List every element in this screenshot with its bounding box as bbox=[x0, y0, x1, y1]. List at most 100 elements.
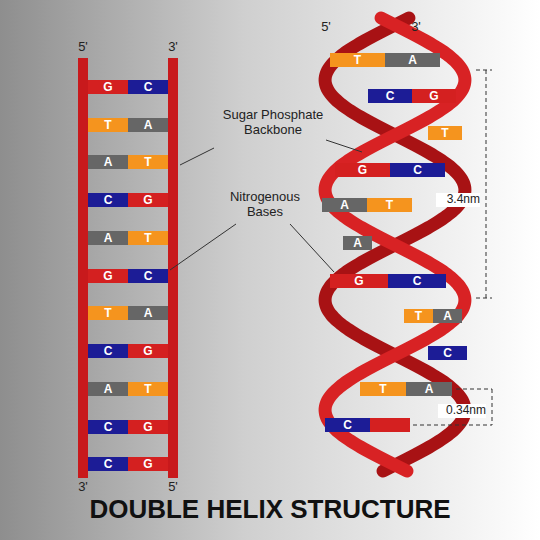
base-block: G bbox=[88, 80, 128, 94]
base-letter: A bbox=[144, 307, 153, 319]
base-letter: A bbox=[443, 310, 452, 322]
base-block: A bbox=[385, 53, 440, 67]
base-letter: C bbox=[413, 164, 422, 176]
base-letter: T bbox=[104, 307, 111, 319]
base-letter: A bbox=[104, 383, 113, 395]
base-block: C bbox=[88, 457, 128, 471]
base-block: A bbox=[322, 198, 367, 212]
base-letter: C bbox=[144, 270, 153, 282]
strand-end-label: 3' bbox=[162, 40, 184, 55]
base-letter: C bbox=[144, 81, 153, 93]
leader-line bbox=[290, 224, 334, 272]
dimension-tick bbox=[413, 425, 492, 426]
base-block: T bbox=[367, 198, 412, 212]
diagram-title: DOUBLE HELIX STRUCTURE bbox=[0, 494, 540, 525]
base-letter: A bbox=[104, 232, 113, 244]
base-block: C bbox=[128, 80, 168, 94]
base-block: T bbox=[128, 155, 168, 169]
base-letter: T bbox=[144, 156, 151, 168]
base-block: G bbox=[128, 457, 168, 471]
base-letter: G bbox=[143, 421, 152, 433]
base-block: A bbox=[88, 382, 128, 396]
base-block: C bbox=[388, 274, 446, 288]
base-block: C bbox=[368, 89, 412, 103]
base-block: T bbox=[404, 309, 433, 323]
base-letter: G bbox=[143, 194, 152, 206]
base-block: C bbox=[128, 269, 168, 283]
base-block: T bbox=[360, 382, 406, 396]
base-block bbox=[370, 418, 410, 432]
base-letter: T bbox=[144, 232, 151, 244]
base-block: G bbox=[335, 163, 390, 177]
leader-line bbox=[326, 140, 362, 152]
dimension-line bbox=[492, 389, 493, 425]
base-letter: G bbox=[143, 345, 152, 357]
base-letter: C bbox=[443, 347, 452, 359]
strand-end-label: 5' bbox=[72, 40, 94, 55]
base-block: A bbox=[406, 382, 452, 396]
base-block: G bbox=[412, 89, 456, 103]
base-block: T bbox=[428, 126, 462, 140]
base-letter: C bbox=[104, 421, 113, 433]
base-block: A bbox=[88, 231, 128, 245]
base-letter: C bbox=[104, 345, 113, 357]
base-letter: A bbox=[340, 199, 349, 211]
base-letter: T bbox=[354, 54, 361, 66]
base-letter: T bbox=[415, 310, 422, 322]
base-block: C bbox=[390, 163, 445, 177]
strand-end-label: 5' bbox=[315, 20, 337, 35]
base-letter: C bbox=[104, 194, 113, 206]
dimension-label: 3.4nm bbox=[436, 193, 480, 207]
base-letter: G bbox=[358, 164, 367, 176]
base-block: G bbox=[128, 193, 168, 207]
base-letter: G bbox=[103, 270, 112, 282]
base-letter: A bbox=[144, 119, 153, 131]
base-letter: A bbox=[353, 237, 362, 249]
base-block: A bbox=[128, 306, 168, 320]
base-block: C bbox=[88, 420, 128, 434]
base-block: A bbox=[128, 118, 168, 132]
leader-line bbox=[170, 224, 236, 270]
backbone-rail bbox=[78, 58, 88, 478]
ladder-backbone bbox=[78, 58, 178, 478]
base-letter: C bbox=[343, 419, 352, 431]
base-letter: T bbox=[379, 383, 386, 395]
callout-label: Nitrogenous Bases bbox=[213, 190, 317, 220]
strand-end-label: 3' bbox=[405, 20, 427, 35]
base-letter: T bbox=[104, 119, 111, 131]
dimension-tick bbox=[476, 70, 492, 71]
base-letter: A bbox=[408, 54, 417, 66]
base-block: C bbox=[88, 193, 128, 207]
base-letter: G bbox=[354, 275, 363, 287]
base-block: T bbox=[88, 118, 128, 132]
base-letter: A bbox=[425, 383, 434, 395]
base-letter: C bbox=[386, 90, 395, 102]
dimension-lines bbox=[413, 70, 492, 425]
base-block: T bbox=[88, 306, 128, 320]
base-block: G bbox=[128, 344, 168, 358]
base-block: C bbox=[88, 344, 128, 358]
base-block: T bbox=[330, 53, 385, 67]
base-block: G bbox=[128, 420, 168, 434]
base-block: C bbox=[428, 346, 467, 360]
dimension-tick bbox=[456, 389, 492, 390]
base-letter: G bbox=[103, 81, 112, 93]
base-letter: A bbox=[104, 156, 113, 168]
base-letter: C bbox=[413, 275, 422, 287]
base-block: T bbox=[128, 231, 168, 245]
base-block: C bbox=[325, 418, 370, 432]
base-letter: T bbox=[386, 199, 393, 211]
base-block: A bbox=[88, 155, 128, 169]
base-letter: T bbox=[441, 127, 448, 139]
base-letter: T bbox=[144, 383, 151, 395]
callout-label: Sugar Phosphate Backbone bbox=[208, 108, 338, 138]
dimension-line bbox=[486, 70, 487, 298]
base-block: A bbox=[433, 309, 462, 323]
dimension-label: 0.34nm bbox=[438, 404, 486, 418]
base-letter: C bbox=[104, 458, 113, 470]
base-letter: G bbox=[143, 458, 152, 470]
strand-end-label: 5' bbox=[162, 480, 184, 495]
dimension-tick bbox=[476, 298, 492, 299]
